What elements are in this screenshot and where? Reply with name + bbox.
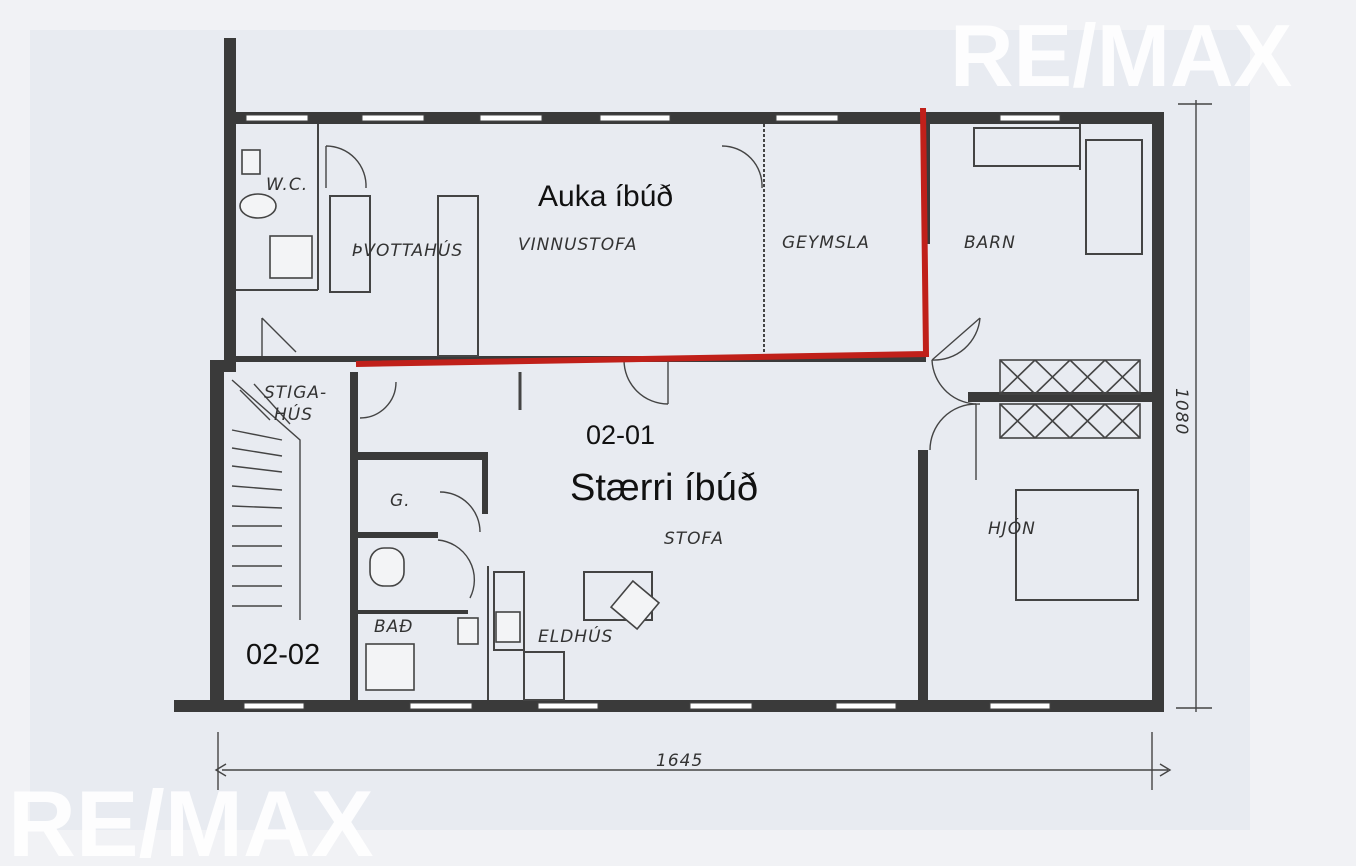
watermark-top: RE/MAX bbox=[950, 6, 1292, 105]
door-swings bbox=[261, 145, 981, 599]
room-label-kitchen: ELDHÚS bbox=[538, 625, 613, 647]
room-label-wc: W.C. bbox=[266, 175, 308, 195]
dimension-lines bbox=[214, 100, 1212, 790]
closets bbox=[999, 359, 1141, 439]
room-label-living: STOFA bbox=[664, 529, 724, 549]
staircase bbox=[231, 379, 301, 620]
room-label-master: HJÓN bbox=[988, 517, 1036, 539]
room-label-child: BARN bbox=[964, 233, 1016, 253]
unit-divider-line bbox=[355, 107, 930, 367]
unit-label-upper: Auka íbúð bbox=[538, 180, 673, 213]
width-dimension: 1645 bbox=[656, 751, 703, 771]
room-label-bath: BAÐ bbox=[374, 617, 413, 637]
depth-dimension: 1080 bbox=[1171, 388, 1191, 435]
room-label-workroom: VINNUSTOFA bbox=[518, 235, 638, 255]
fixtures bbox=[239, 149, 661, 691]
unit-label-main: Stærri íbúð bbox=[570, 467, 758, 509]
bottom-windows bbox=[243, 702, 1051, 710]
top-windows bbox=[245, 114, 1061, 122]
thin-partitions bbox=[236, 124, 1143, 701]
room-label-laundry: ÞVOTTAHÚS bbox=[352, 239, 463, 261]
room-label-stair-2: HÚS bbox=[274, 403, 313, 425]
room-label-storage: GEYMSLA bbox=[782, 233, 870, 253]
room-label-wardrobe: G. bbox=[390, 491, 411, 511]
unit-number-stair: 02-02 bbox=[246, 639, 320, 671]
room-label-stair: STIGA- bbox=[264, 383, 327, 403]
unit-number-main: 02-01 bbox=[586, 420, 655, 450]
watermark-bottom: RE/MAX bbox=[8, 771, 374, 866]
